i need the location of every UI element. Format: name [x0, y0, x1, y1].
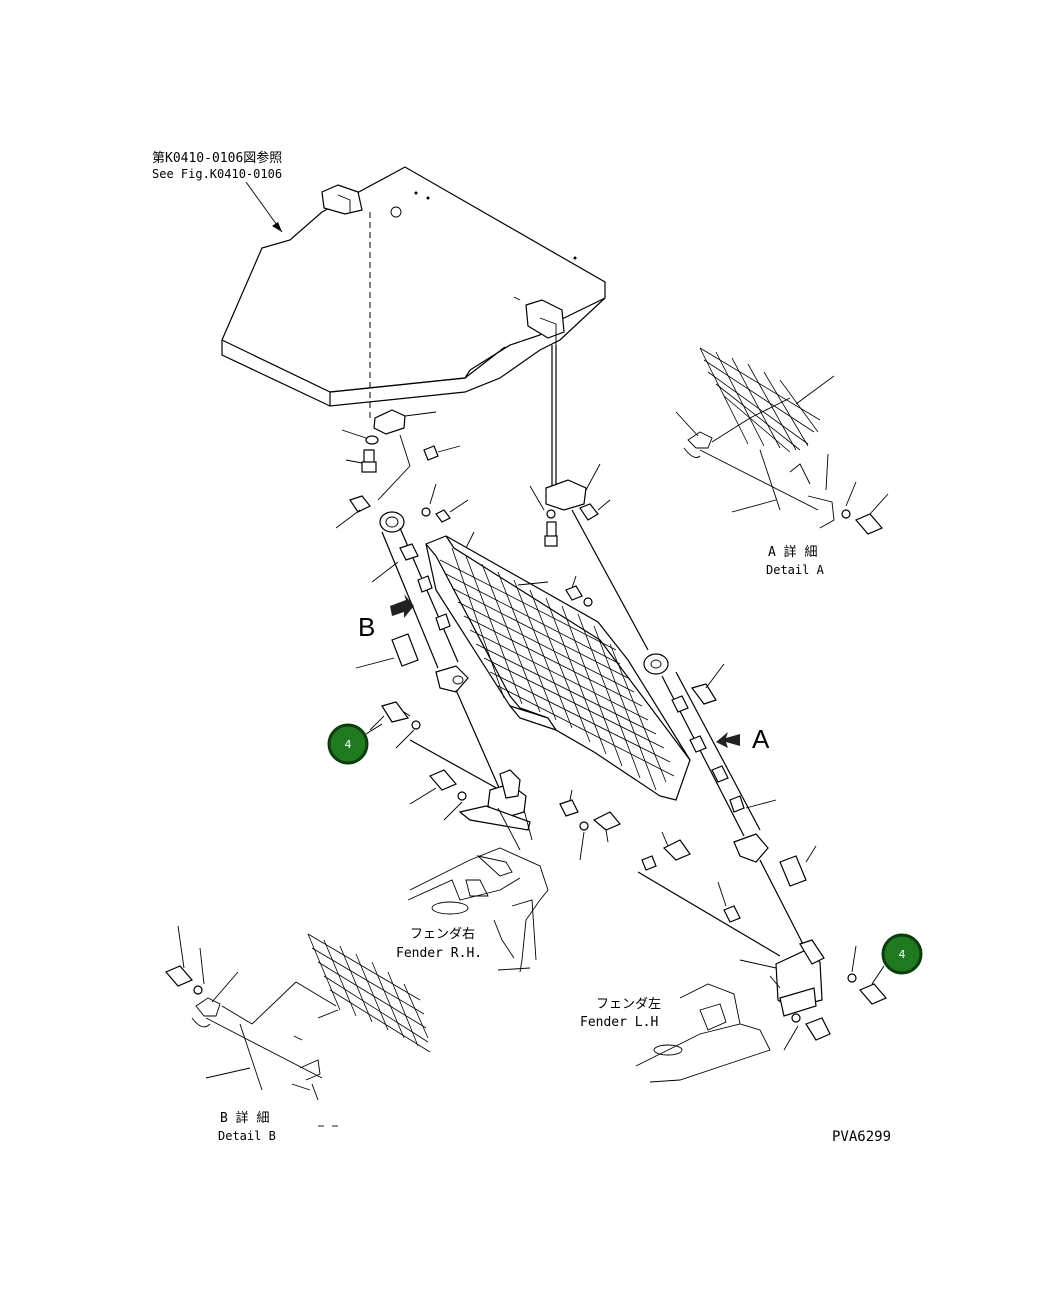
- callout-right-number: 4: [899, 948, 906, 961]
- fender-rh-sketch: [407, 847, 549, 973]
- reference-label: 第K0410-0106図参照 See Fig.K0410-0106: [152, 150, 283, 233]
- view-arrow-a-letter: A: [752, 724, 770, 754]
- callout-right[interactable]: 4: [871, 933, 923, 985]
- reference-label-jp: 第K0410-0106図参照: [152, 150, 282, 166]
- upper-left-hardware: [335, 409, 469, 529]
- view-arrow-a: A: [716, 724, 770, 754]
- fender-lh-label-en: Fender L.H: [580, 1015, 658, 1030]
- callout-left-number: 4: [345, 738, 352, 751]
- top-cover-plate: [221, 166, 606, 492]
- left-support-strut: [355, 511, 501, 791]
- fender-rh-label: フェンダ右 Fender R.H.: [396, 927, 482, 961]
- view-arrow-b-letter: B: [358, 612, 375, 642]
- radiator-guard-grille: [425, 531, 691, 801]
- view-arrow-b: B: [358, 594, 414, 642]
- fender-rh-label-en: Fender R.H.: [396, 946, 482, 961]
- reference-label-en: See Fig.K0410-0106: [152, 167, 282, 181]
- left-lower-bracket: [369, 701, 621, 861]
- detail-a-label-jp: A 詳 細: [768, 544, 817, 560]
- grille-mesh: [439, 547, 675, 791]
- detail-b-label-en: Detail B: [218, 1129, 276, 1143]
- detail-a: A 詳 細 Detail A: [675, 347, 889, 577]
- fender-lh-bracket: [635, 831, 887, 1083]
- fender-rh-label-jp: フェンダ右: [410, 927, 475, 942]
- detail-b-label-jp: B 詳 細: [220, 1110, 269, 1126]
- right-support-strut: [529, 463, 817, 951]
- callout-left[interactable]: 4: [327, 723, 383, 765]
- fender-lh-label: フェンダ左 Fender L.H: [580, 997, 661, 1030]
- arrow-left-icon: [716, 732, 740, 748]
- detail-b-mesh: [307, 933, 431, 1053]
- detail-b: B 詳 細 Detail B: [165, 925, 431, 1143]
- arrow-right-icon: [390, 594, 414, 618]
- drawing-code: PVA6299: [832, 1129, 891, 1145]
- fender-lh-label-jp: フェンダ左: [596, 997, 661, 1012]
- detail-a-label-en: Detail A: [766, 563, 825, 577]
